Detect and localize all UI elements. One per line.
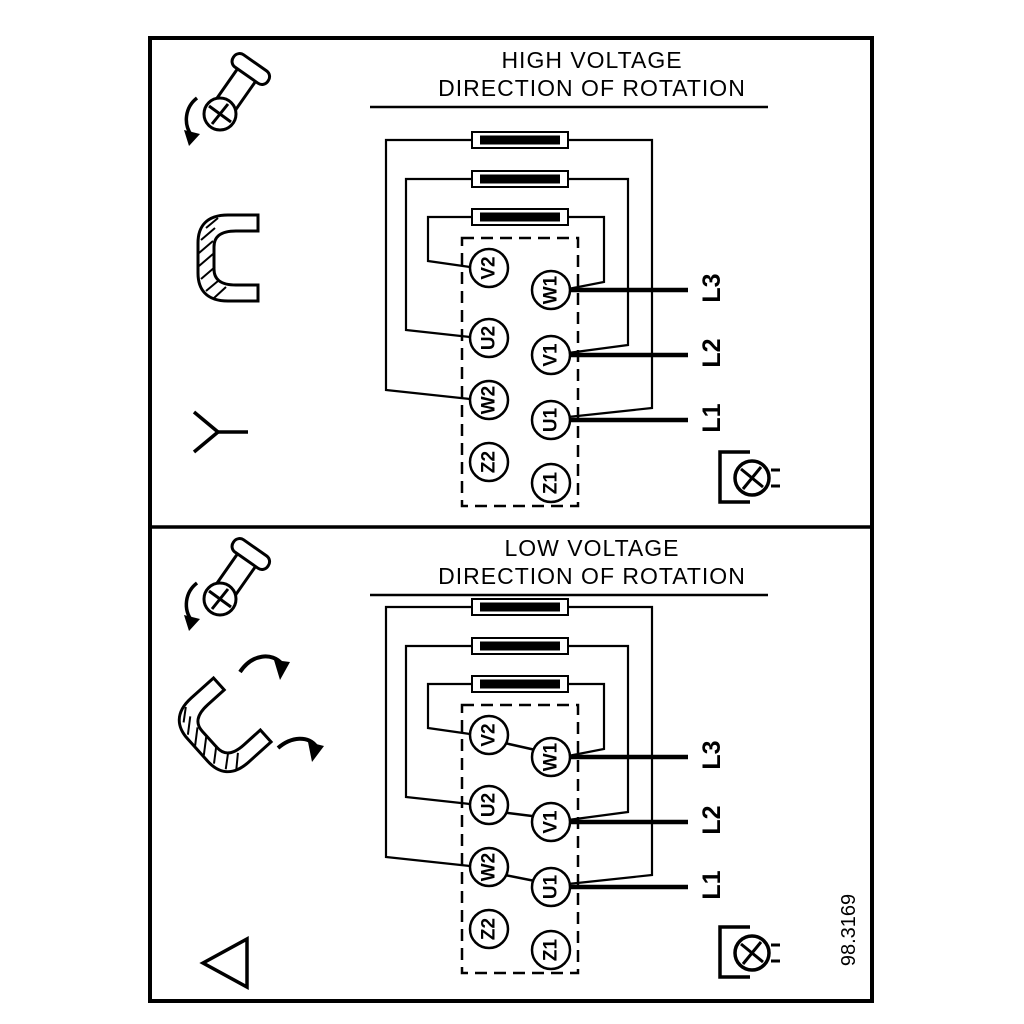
terminal-w1 [530,736,572,778]
supply-label-l3: L3 [698,273,726,302]
low-supply-wires [551,754,688,890]
terminal-w2 [468,846,510,888]
terminal-v2-label: V2 [479,723,500,746]
supply-label-l3: L3 [698,740,726,769]
terminal-v1 [530,801,572,843]
terminal-u1-label: U1 [541,874,562,899]
high-terminals: V2 U2 W2 Z2 W1 V1 U1 Z1 [468,247,572,504]
supply-label-l1: L1 [698,403,726,432]
terminal-u2-label: U2 [479,326,500,350]
terminal-w1-label: W1 [541,742,562,771]
rotation-arrows [238,654,324,762]
terminal-u1 [530,866,572,908]
terminal-v1-label: V1 [541,343,562,367]
low-terminal-board [460,703,580,975]
supply-label-l2: L2 [698,805,726,834]
low-title-line2: DIRECTION OF ROTATION [438,563,746,589]
terminal-z1 [530,462,572,504]
terminal-w2 [468,379,510,421]
terminal-v1-label: V1 [541,810,562,834]
high-title-line2: DIRECTION OF ROTATION [438,75,746,101]
terminal-z2-label: Z2 [479,451,500,473]
terminal-w2-label: W2 [479,386,500,415]
high-supply-wires [551,287,688,423]
link-bar-icon [471,598,569,616]
terminal-z1 [530,929,572,971]
high-terminal-board [460,236,580,508]
star-connection-symbol [192,410,248,454]
terminal-z1-label: Z1 [541,938,562,961]
terminal-w1 [530,269,572,311]
link-bar-icon [471,208,569,226]
high-title-line1: HIGH VOLTAGE [501,47,682,73]
terminal-u1 [530,399,572,441]
terminal-w1-label: W1 [541,275,562,304]
link-bar-icon [471,170,569,188]
figure-number: 98.3169 [838,894,860,966]
delta-connection-symbol [199,936,249,990]
terminal-z2-label: Z2 [479,918,500,940]
terminal-v2 [468,247,510,289]
terminal-v1 [530,334,572,376]
supply-label-l2: L2 [698,338,726,367]
low-terminals: V2 U2 W2 Z2 W1 V1 U1 Z1 [468,714,572,971]
terminal-z1-label: Z1 [541,471,562,494]
terminal-v2-label: V2 [479,256,500,279]
terminal-w2-label: W2 [479,853,500,882]
terminal-z2 [468,908,510,950]
supply-label-l1: L1 [698,870,726,899]
terminal-u2-label: U2 [479,793,500,817]
low-link-wires [384,605,654,886]
terminal-u2 [468,317,510,359]
link-bar-icon [471,637,569,655]
panel-high-voltage: HIGH VOLTAGE DIRECTION OF ROTATION V2 [182,47,782,508]
panel-low-voltage: LOW VOLTAGE DIRECTION OF ROTATION [167,534,782,990]
terminal-u2 [468,784,510,826]
outer-frame [148,36,874,1003]
link-bar-icon [471,131,569,149]
link-bar-icon [471,675,569,693]
high-link-wires [384,138,654,419]
terminal-u1-label: U1 [541,407,562,432]
terminal-v2 [468,714,510,756]
low-title-line1: LOW VOLTAGE [504,535,679,561]
terminal-z2 [468,441,510,483]
